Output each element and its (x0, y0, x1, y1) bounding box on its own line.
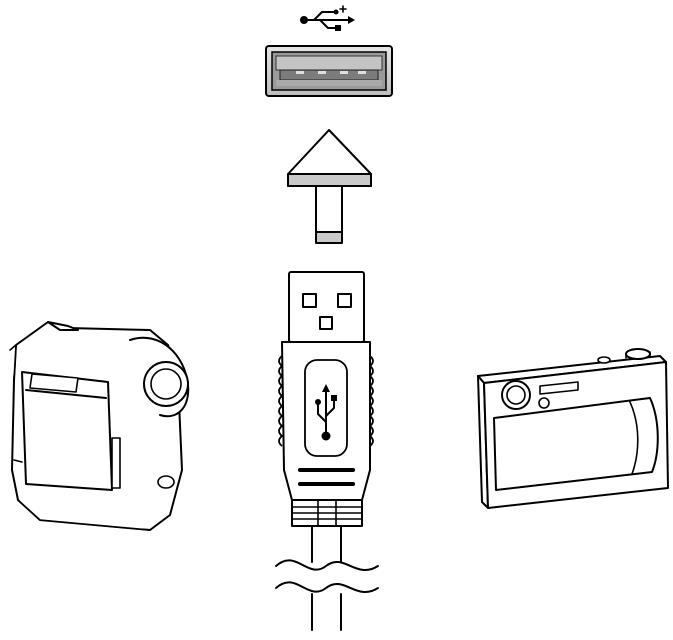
usb-symbol-icon (315, 384, 337, 441)
digital-camera-icon (477, 348, 669, 509)
insert-direction-arrow (287, 129, 372, 244)
usb-port (265, 45, 393, 97)
usb-symbol-icon (300, 5, 355, 31)
plug-contact-hole (319, 316, 333, 330)
plug-contact-hole (302, 293, 317, 308)
usb-cable (275, 525, 379, 631)
plug-contact-hole (337, 293, 352, 308)
camcorder-icon (9, 321, 190, 531)
